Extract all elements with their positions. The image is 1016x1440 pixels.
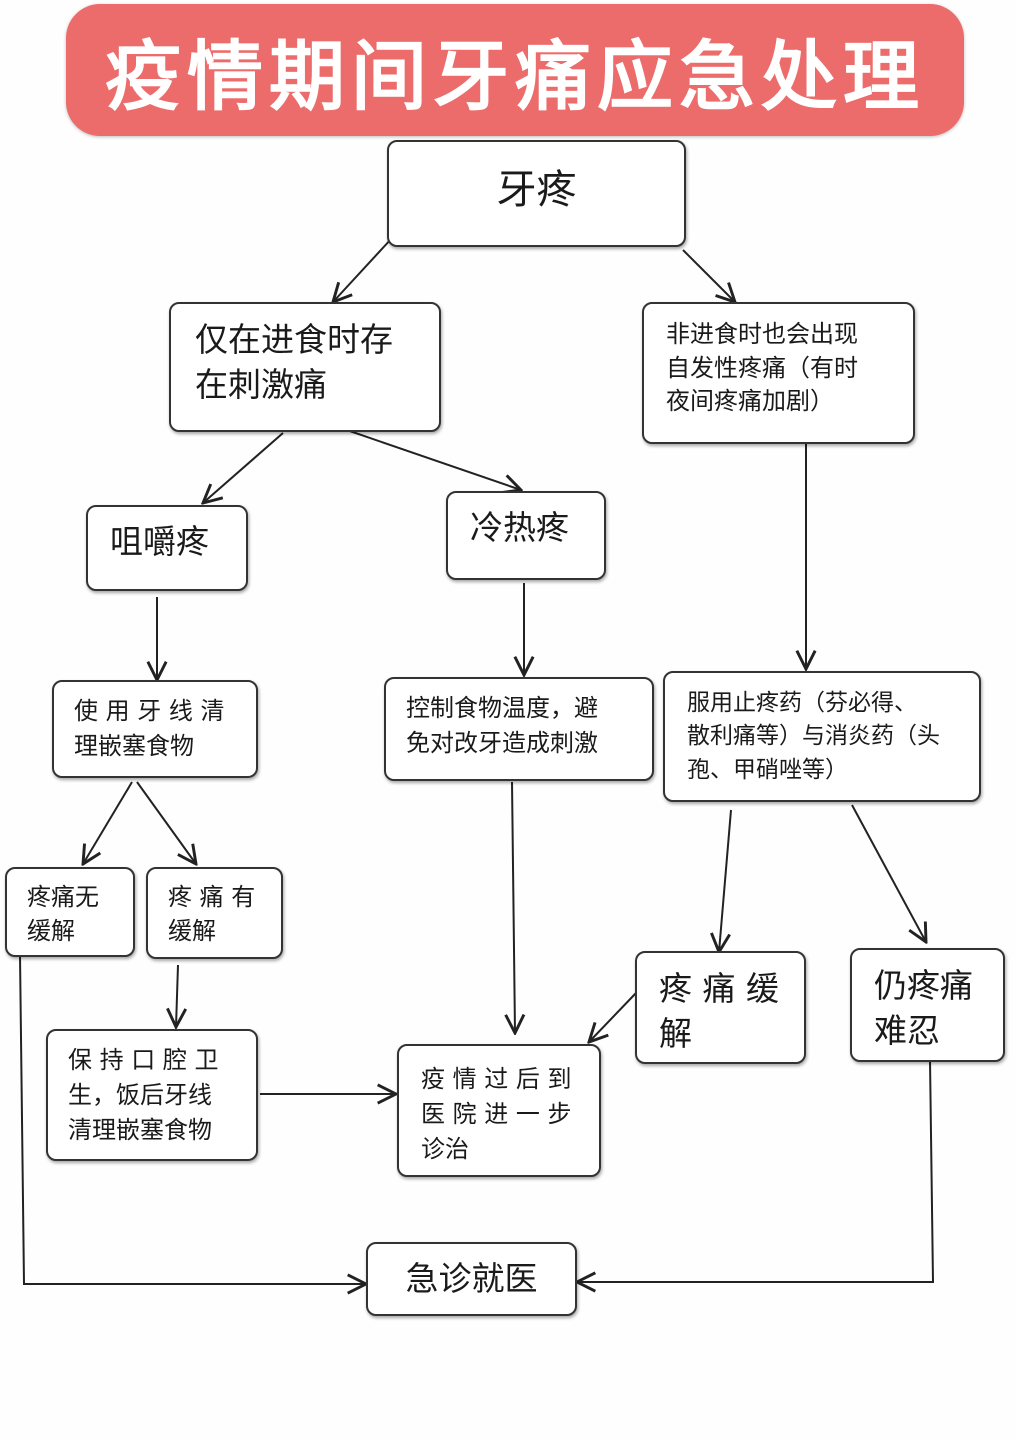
node-oral-hygiene: 保 持 口 腔 卫 生，饭后牙线 清理嵌塞食物	[46, 1029, 258, 1161]
node-followup-text: 疫 情 过 后 到 医 院 进 一 步 诊治	[421, 1065, 572, 1163]
node-toothache-text: 牙疼	[496, 167, 577, 213]
node-control-temp-text: 控制食物温度，避 免对改牙造成刺激	[406, 694, 598, 757]
arrow-toothache-to-eating	[333, 237, 393, 302]
node-relief: 疼 痛 有 缓解	[146, 867, 283, 959]
arrow-floss-to-relief	[136, 781, 196, 864]
node-toothache: 牙疼	[387, 140, 686, 247]
node-pain-relieved: 疼 痛 缓 解	[635, 951, 806, 1064]
arrow-toothache-to-spontaneous	[682, 249, 735, 302]
node-emergency: 急诊就医	[366, 1242, 577, 1316]
arrow-eating-to-coldhot	[340, 427, 521, 490]
node-unbearable-text: 仍疼痛 难忍	[874, 966, 973, 1050]
node-floss-text: 使 用 牙 线 清 理嵌塞食物	[74, 697, 225, 760]
page-title: 疫情期间牙痛应急处理	[105, 32, 925, 121]
arrow-unbearable-to-emergency	[577, 1059, 935, 1282]
node-no-relief: 疼痛无 缓解	[5, 867, 135, 957]
node-chewing: 咀嚼疼	[86, 505, 248, 591]
node-floss: 使 用 牙 线 清 理嵌塞食物	[52, 680, 258, 778]
arrow-floss-to-norelief	[83, 781, 133, 864]
arrow-relieved-to-followup	[589, 992, 637, 1042]
arrow-control-to-followup	[512, 781, 515, 1033]
node-spontaneous: 非进食时也会出现 自发性疼痛（有时 夜间疼痛加剧）	[642, 302, 915, 444]
node-pain-relieved-text: 疼 痛 缓 解	[659, 969, 779, 1053]
node-cold-hot-text: 冷热疼	[470, 508, 569, 547]
node-followup: 疫 情 过 后 到 医 院 进 一 步 诊治	[397, 1044, 601, 1177]
arrow-eating-to-chewing	[203, 432, 284, 503]
node-no-relief-text: 疼痛无 缓解	[27, 883, 99, 945]
arrow-painkiller-to-relieved	[719, 809, 732, 952]
node-emergency-text: 急诊就医	[405, 1258, 538, 1298]
node-control-temp: 控制食物温度，避 免对改牙造成刺激	[384, 677, 654, 781]
node-chewing-text: 咀嚼疼	[110, 522, 209, 561]
title-banner: 疫情期间牙痛应急处理	[66, 4, 964, 136]
node-eating-only-text: 仅在进食时存 在刺激痛	[195, 320, 393, 404]
node-painkiller: 服用止疼药（芬必得、 散利痛等）与消炎药（头 孢、甲硝唑等）	[663, 671, 981, 802]
node-eating-only: 仅在进食时存 在刺激痛	[169, 302, 441, 432]
node-cold-hot: 冷热疼	[446, 491, 606, 580]
node-oral-hygiene-text: 保 持 口 腔 卫 生，饭后牙线 清理嵌塞食物	[68, 1046, 219, 1144]
node-relief-text: 疼 痛 有 缓解	[168, 883, 256, 945]
node-painkiller-text: 服用止疼药（芬必得、 散利痛等）与消炎药（头 孢、甲硝唑等）	[687, 690, 940, 783]
arrow-painkiller-to-unbearable	[851, 804, 926, 942]
arrow-relief-to-hygiene	[176, 964, 178, 1027]
node-unbearable: 仍疼痛 难忍	[850, 948, 1005, 1062]
node-spontaneous-text: 非进食时也会出现 自发性疼痛（有时 夜间疼痛加剧）	[666, 320, 858, 416]
